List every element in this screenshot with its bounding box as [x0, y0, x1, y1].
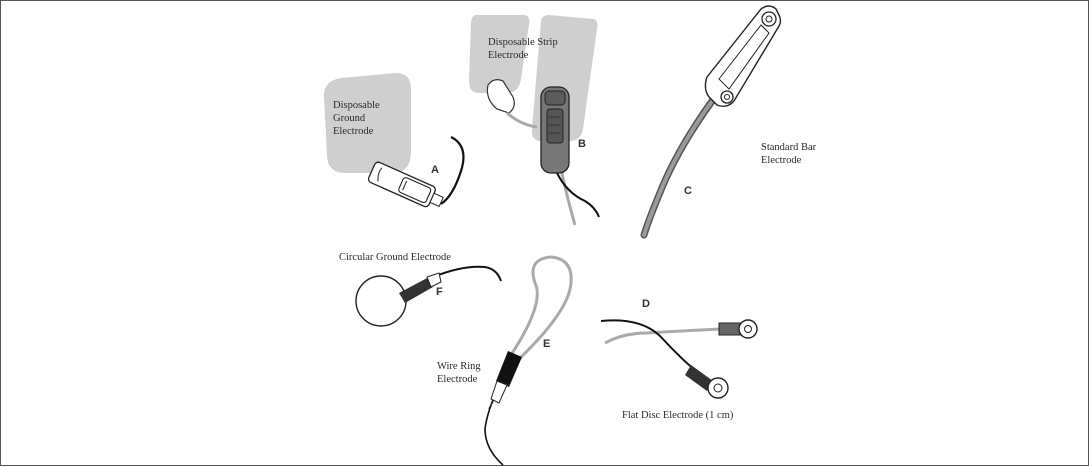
label-b: B: [578, 138, 586, 150]
disposable-ground-electrode-drawing: [324, 73, 464, 212]
disposable-strip-electrode-caption: Disposable Strip Electrode: [488, 36, 558, 62]
label-c: C: [684, 185, 692, 197]
flat-disc-electrode-drawing: [601, 320, 757, 398]
wire-ring-electrode-caption: Wire Ring Electrode: [437, 360, 481, 386]
circular-ground-electrode-caption: Circular Ground Electrode: [339, 251, 451, 264]
disposable-ground-electrode-caption: Disposable Ground Electrode: [333, 99, 380, 138]
standard-bar-electrode-caption: Standard Bar Electrode: [761, 141, 816, 167]
label-e: E: [543, 338, 550, 350]
label-a: A: [431, 164, 439, 176]
circular-ground-electrode-drawing: [356, 267, 501, 326]
standard-bar-electrode-drawing: [644, 6, 781, 235]
label-f: F: [436, 286, 443, 298]
label-d: D: [642, 298, 650, 310]
wire-ring-electrode-drawing: [485, 257, 571, 465]
flat-disc-electrode-caption: Flat Disc Electrode (1 cm): [622, 409, 733, 422]
